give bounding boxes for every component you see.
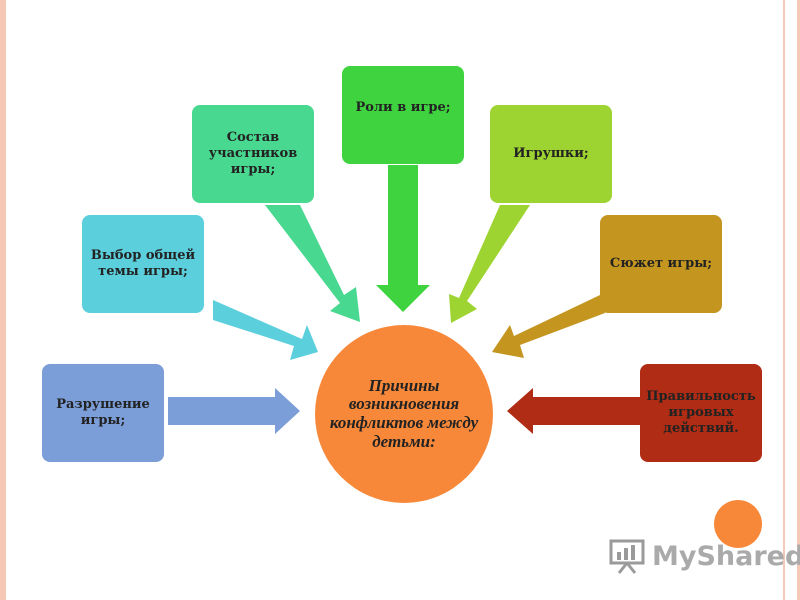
cause-box-7: Правильность игровых действий.	[640, 364, 762, 462]
cause-box-5: Игрушки;	[490, 105, 612, 203]
arrow-cause-6	[492, 295, 605, 358]
center-label: Причины возникновения конфликтов между д…	[329, 375, 479, 451]
cause-box-4: Роли в игре;	[342, 66, 464, 164]
arrow-cause-7	[507, 388, 640, 434]
center-circle: Причины возникновения конфликтов между д…	[315, 325, 493, 503]
arrow-cause-3	[265, 205, 360, 322]
arrow-cause-1	[168, 388, 300, 434]
cause-box-2: Выбор общей темы игры;	[82, 215, 204, 313]
presentation-board-icon	[609, 539, 645, 574]
arrow-cause-5	[449, 205, 530, 323]
watermark-text: MyShared	[652, 540, 800, 572]
decorative-circle	[714, 500, 762, 548]
arrow-cause-2	[213, 300, 318, 360]
cause-box-3: Состав участников игры;	[192, 105, 314, 203]
watermark: MyShared	[608, 536, 800, 576]
cause-box-6: Сюжет игры;	[600, 215, 722, 313]
cause-box-1: Разрушение игры;	[42, 364, 164, 462]
arrow-cause-4	[376, 165, 430, 312]
